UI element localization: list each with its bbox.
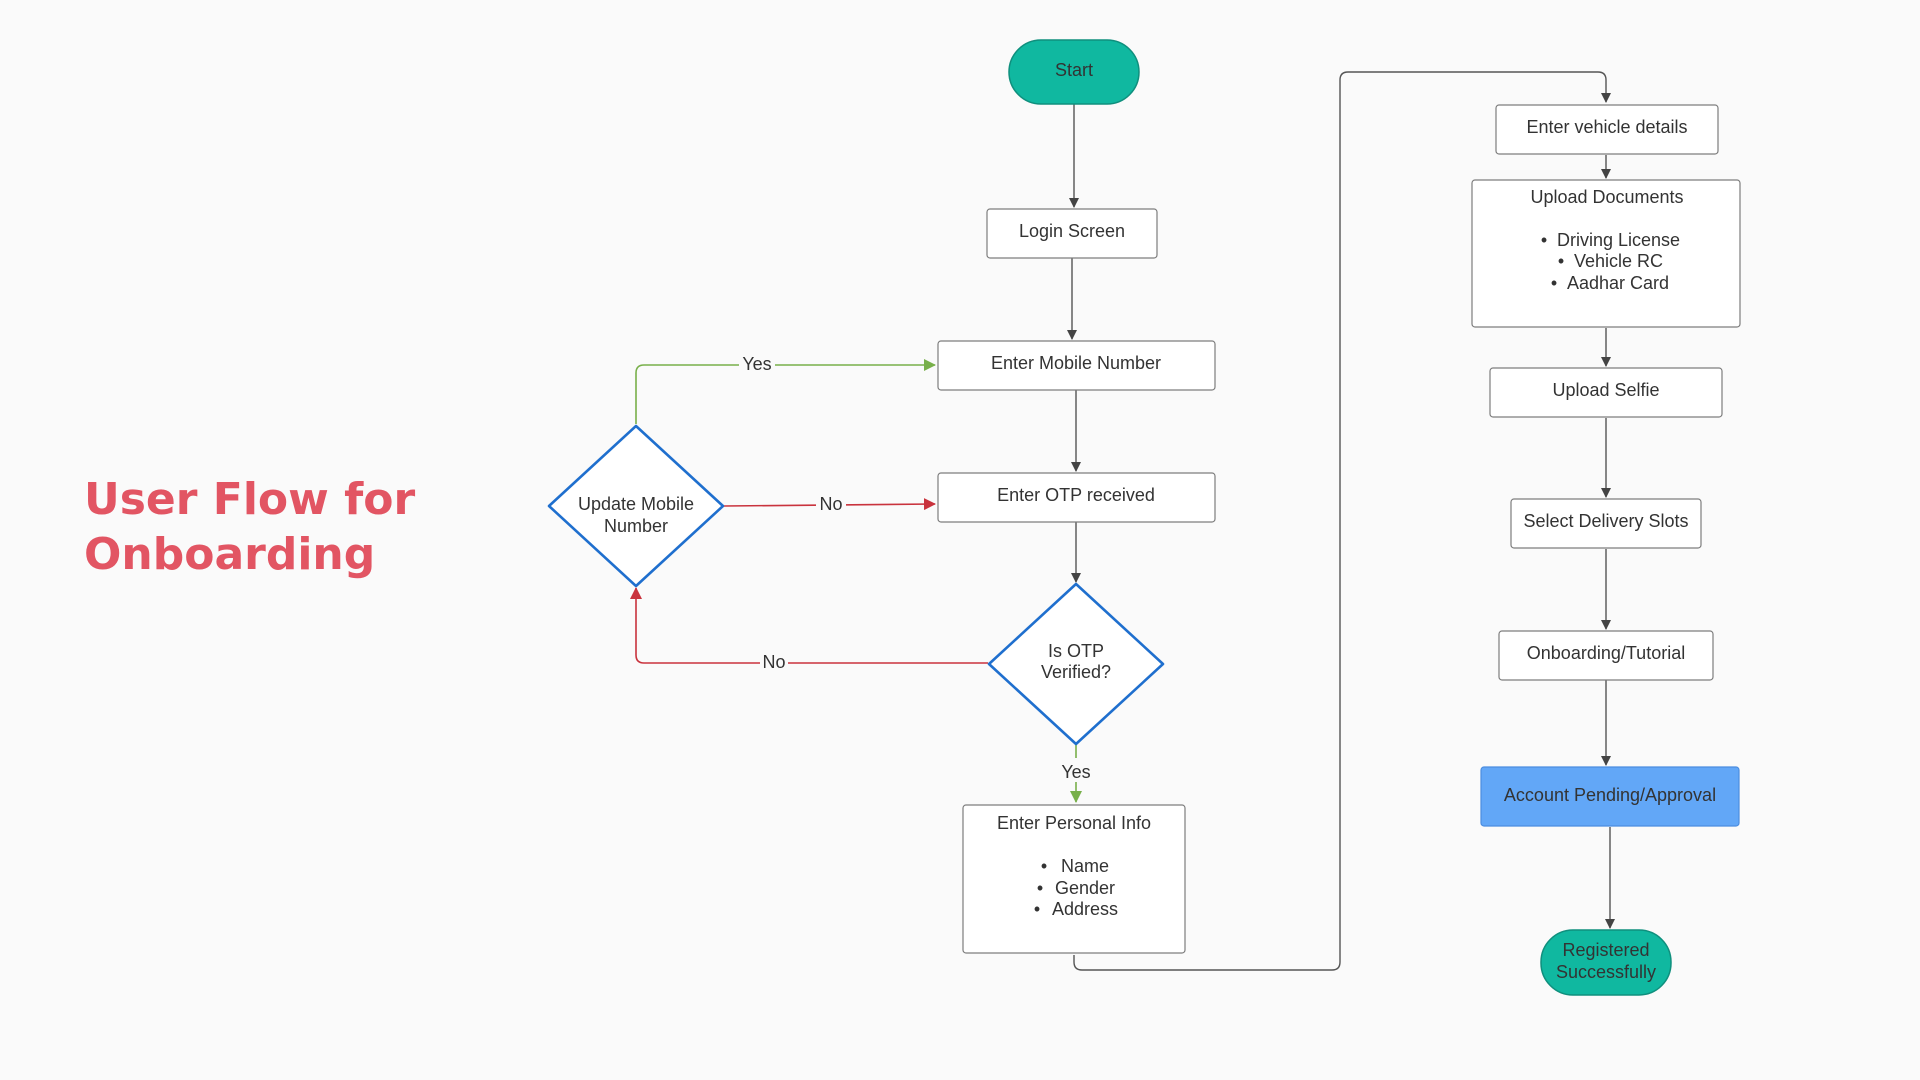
bullet-dot: • — [1541, 230, 1547, 250]
node-enter-personal-info[interactable]: Enter Personal Info • Name • Gender • Ad… — [962, 804, 1186, 954]
page-title: User Flow for Onboarding — [84, 472, 504, 582]
bullet-dot: • — [1558, 251, 1564, 271]
personal-item-address: Address — [1052, 899, 1118, 919]
node-select-delivery-slots[interactable]: Select Delivery Slots — [1510, 498, 1702, 549]
node-account-pending-approval-label: Account Pending/Approval — [1504, 785, 1716, 805]
node-select-delivery-slots-label: Select Delivery Slots — [1523, 511, 1688, 531]
node-registered-successfully[interactable]: Registered Successfully — [1540, 929, 1672, 996]
node-registered-successfully-line-1: Registered — [1562, 940, 1649, 960]
edge-update-to-mobile — [635, 359, 936, 424]
node-enter-personal-info-title: Enter Personal Info — [997, 813, 1151, 833]
node-upload-documents[interactable]: Upload Documents • Driving License • Veh… — [1471, 179, 1741, 328]
node-start[interactable]: Start — [1008, 39, 1140, 105]
bullet-dot: • — [1037, 878, 1043, 898]
node-upload-documents-title: Upload Documents — [1530, 187, 1683, 207]
node-update-mobile-number[interactable]: Update Mobile Number — [547, 424, 725, 588]
node-upload-selfie-label: Upload Selfie — [1552, 380, 1659, 400]
document-item-aadhar-card: Aadhar Card — [1567, 273, 1669, 293]
document-item-vehicle-rc: Vehicle RC — [1574, 251, 1663, 271]
personal-item-name: Name — [1061, 856, 1109, 876]
node-enter-otp[interactable]: Enter OTP received — [937, 472, 1216, 523]
document-item-driving-license: Driving License — [1557, 230, 1680, 250]
node-is-otp-verified-line-1: Is OTP — [1048, 641, 1104, 661]
node-enter-mobile-number[interactable]: Enter Mobile Number — [937, 340, 1216, 391]
node-account-pending-approval[interactable]: Account Pending/Approval — [1480, 766, 1740, 827]
node-onboarding-tutorial[interactable]: Onboarding/Tutorial — [1498, 630, 1714, 681]
edge-label-yes-update: Yes — [742, 354, 771, 374]
edge-verified-to-update — [630, 587, 988, 664]
node-start-label: Start — [1055, 60, 1093, 80]
page-title-line-1: User Flow for — [84, 474, 416, 525]
node-enter-otp-label: Enter OTP received — [997, 485, 1155, 505]
edge-label-no-verified: No — [762, 652, 785, 672]
edge-labels: Yes No No Yes — [739, 352, 1094, 782]
bullet-dot: • — [1034, 899, 1040, 919]
node-enter-mobile-number-label: Enter Mobile Number — [991, 353, 1161, 373]
node-login-screen-label: Login Screen — [1019, 221, 1125, 241]
node-update-mobile-number-line-2: Number — [604, 516, 668, 536]
bullet-dot: • — [1551, 273, 1557, 293]
node-registered-successfully-line-2: Successfully — [1556, 962, 1656, 982]
page-title-line-2: Onboarding — [84, 529, 376, 580]
node-enter-vehicle-details-label: Enter vehicle details — [1526, 117, 1687, 137]
node-is-otp-verified-line-2: Verified? — [1041, 662, 1111, 682]
edge-label-no-update: No — [819, 494, 842, 514]
bullet-dot: • — [1041, 856, 1047, 876]
edge-personal-to-vehicle — [1073, 71, 1611, 971]
edge-label-yes-verified: Yes — [1061, 762, 1090, 782]
node-enter-vehicle-details[interactable]: Enter vehicle details — [1495, 104, 1719, 155]
node-is-otp-verified[interactable]: Is OTP Verified? — [987, 582, 1165, 746]
personal-item-gender: Gender — [1055, 878, 1115, 898]
node-onboarding-tutorial-label: Onboarding/Tutorial — [1527, 643, 1685, 663]
node-login-screen[interactable]: Login Screen — [986, 208, 1158, 259]
node-update-mobile-number-line-1: Update Mobile — [578, 494, 694, 514]
node-upload-selfie[interactable]: Upload Selfie — [1489, 367, 1723, 418]
